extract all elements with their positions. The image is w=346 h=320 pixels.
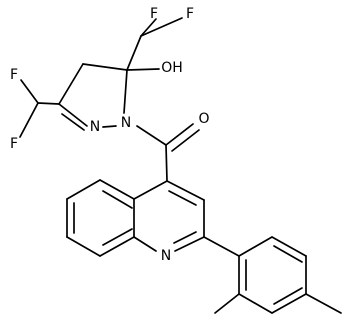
bond xyxy=(82,63,128,71)
bond xyxy=(102,190,133,209)
bond xyxy=(165,144,168,182)
bond xyxy=(168,190,197,206)
atom-label-n: N xyxy=(90,119,100,135)
bond xyxy=(20,79,39,104)
bond xyxy=(271,293,307,314)
bond xyxy=(126,68,160,71)
bond xyxy=(102,125,117,128)
bond xyxy=(273,287,303,305)
atom-label-f: F xyxy=(10,136,18,152)
atom-label-f: F xyxy=(186,6,194,22)
bond xyxy=(166,180,205,201)
atom-label-f: F xyxy=(150,6,158,22)
bond xyxy=(133,180,168,200)
atom-labels: F F OH F F N N O N xyxy=(10,6,210,264)
bond xyxy=(123,69,128,114)
bond xyxy=(238,293,273,314)
bond xyxy=(305,293,342,314)
bond xyxy=(58,103,88,127)
bond xyxy=(271,236,307,257)
bond xyxy=(66,179,101,200)
bond xyxy=(37,102,60,105)
atom-label-f: F xyxy=(10,67,18,83)
bond xyxy=(273,245,303,263)
bond xyxy=(165,123,194,146)
bond xyxy=(171,129,200,152)
atom-label-n: N xyxy=(161,248,171,264)
bond xyxy=(99,236,135,257)
bond xyxy=(19,102,39,138)
atom-label-o: O xyxy=(198,111,209,127)
bond xyxy=(61,113,85,131)
bond xyxy=(203,236,240,257)
bond xyxy=(99,179,135,200)
bond xyxy=(140,18,157,37)
bond xyxy=(66,236,101,257)
bond xyxy=(238,236,273,257)
bond xyxy=(126,35,142,71)
bond xyxy=(214,293,240,314)
atom-label-n: N xyxy=(121,115,131,131)
bond xyxy=(136,125,167,146)
bond xyxy=(58,63,84,105)
bond xyxy=(174,236,205,252)
bond xyxy=(102,228,133,246)
bond xyxy=(140,17,183,37)
bond xyxy=(173,231,197,244)
bonds xyxy=(19,17,342,314)
bond xyxy=(133,236,157,252)
atom-label-hydroxyl: OH xyxy=(161,60,183,76)
